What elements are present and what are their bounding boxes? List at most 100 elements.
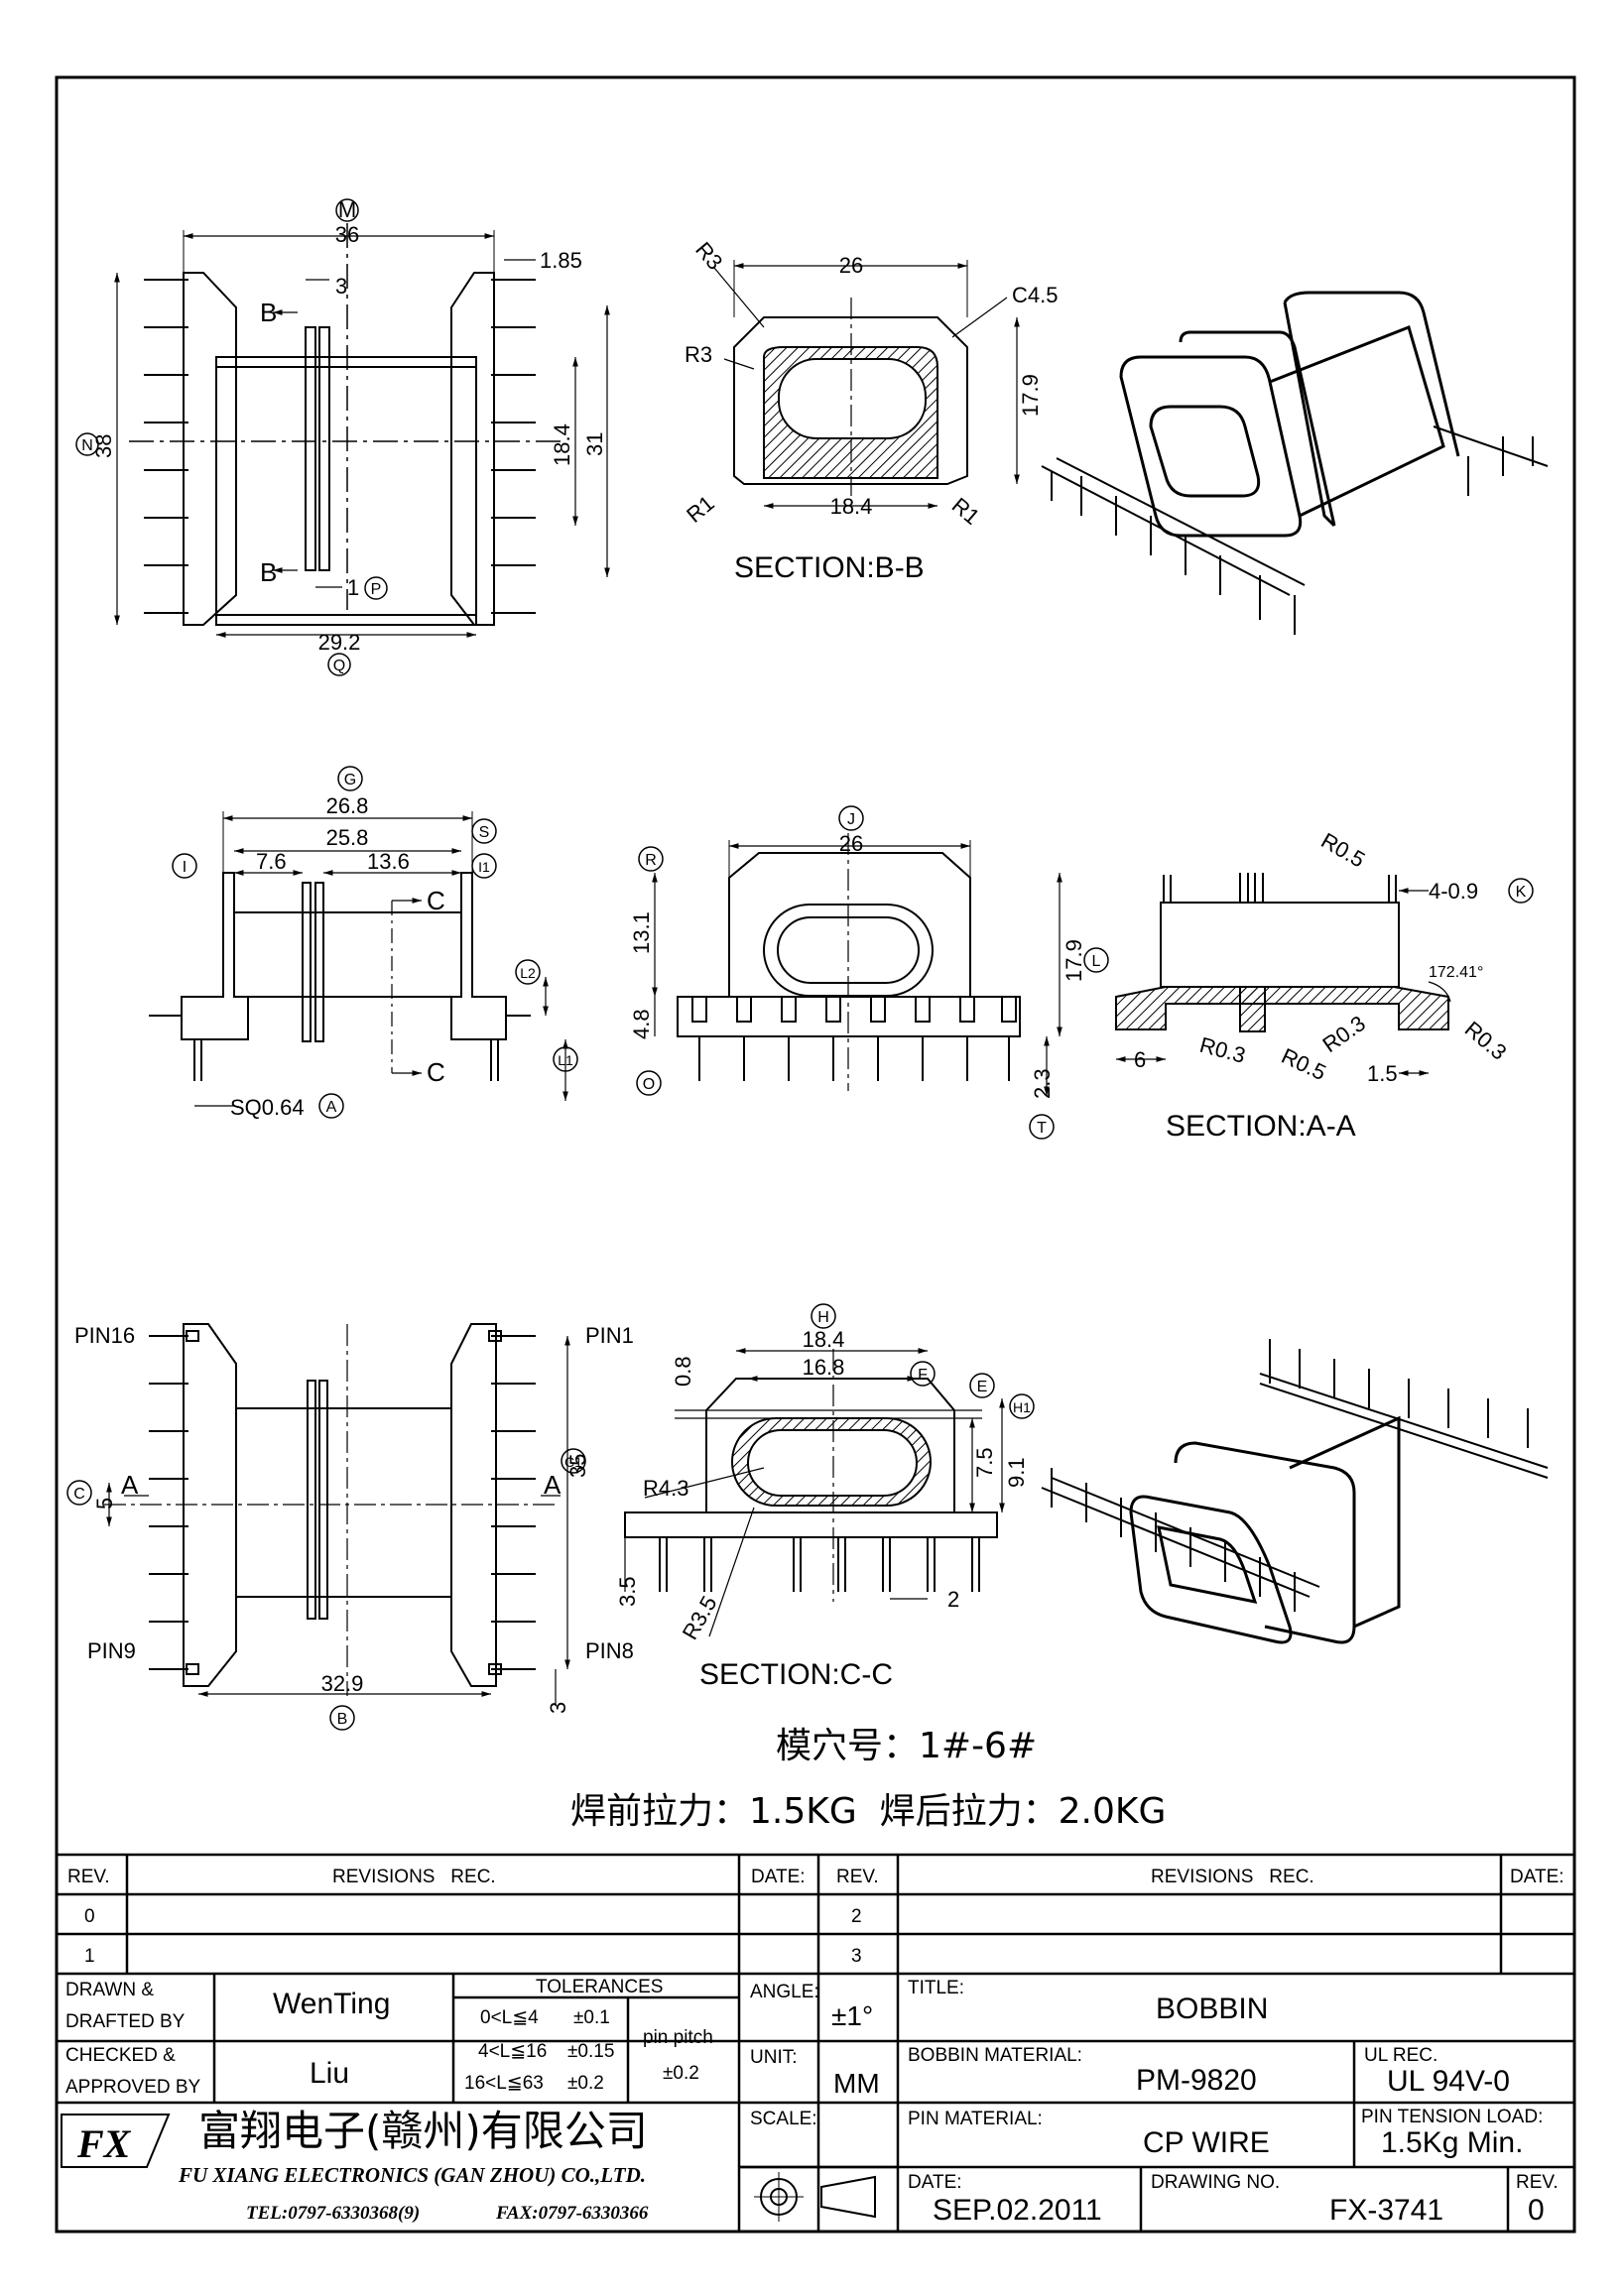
scale-label: SCALE:: [750, 2109, 817, 2129]
title-value: BOBBIN: [1156, 1993, 1268, 2025]
rev-row-2: 2: [851, 1906, 862, 1927]
dim-29-2: 29.2: [318, 630, 361, 655]
tolerances-title: TOLERANCES: [536, 1977, 663, 1997]
dim-1: 1: [347, 575, 359, 600]
drawing-no-label: DRAWING NO.: [1151, 2172, 1280, 2193]
marker-f: F: [918, 1367, 928, 1384]
projection-symbol: [754, 2172, 876, 2222]
marker-h1: H1: [1013, 1399, 1031, 1415]
dim-32-9: 32.9: [321, 1671, 364, 1696]
dim-35: 35: [565, 1454, 590, 1478]
bobbin-material-value: PM-9820: [1136, 2064, 1257, 2097]
angle-value: ±1°: [831, 2000, 873, 2031]
marker-e: E: [977, 1379, 988, 1395]
dim-r1-b: R1: [947, 493, 985, 530]
dim-16-8: 16.8: [803, 1355, 845, 1380]
caption-section-aa: SECTION:A-A: [1166, 1110, 1356, 1143]
dim-2-3: 2.3: [1030, 1068, 1055, 1099]
company-name-cn: 富翔电子(赣州)有限公司: [198, 2107, 648, 2155]
pin8-label: PIN8: [585, 1638, 634, 1663]
section-letter-c-top: C: [427, 886, 445, 915]
rev-value-bottom: 0: [1528, 2194, 1545, 2227]
section-cc: [624, 1348, 1005, 1637]
marker-s: S: [479, 824, 490, 841]
view-mid-center-labels: J 26 R 13.1 17.9 L 4.8 O 2.3 T: [629, 805, 1109, 1140]
marker-h: H: [817, 1309, 829, 1326]
marker-l2: L2: [520, 965, 536, 981]
title-label: TITLE:: [908, 1978, 964, 1998]
pin16-label: PIN16: [74, 1323, 135, 1348]
drawn-label: DRAWN &: [65, 1980, 154, 2000]
rev-row-0: 0: [84, 1906, 95, 1927]
note-cavity: 模穴号：1#-6#: [776, 1726, 1037, 1766]
iso-view-top: [1041, 291, 1549, 635]
rev-row-3: 3: [851, 1946, 862, 1967]
unit-label: UNIT:: [750, 2047, 798, 2068]
marker-q: Q: [333, 658, 345, 674]
dim-38: 38: [91, 434, 116, 458]
dim-r1-a: R1: [682, 491, 719, 528]
pin-material-label: PIN MATERIAL:: [908, 2109, 1043, 2129]
tol-value-3: ±0.2: [567, 2073, 604, 2094]
marker-j: J: [847, 811, 855, 828]
dim-r0-3-b: R0.3: [1318, 1011, 1370, 1057]
marker-o: O: [643, 1076, 655, 1093]
section-cc-labels: H 18.4 16.8 F 0.8 E H1 7.5 9.1 R4.3 R3.5…: [615, 1303, 1035, 1691]
dim-18-4-cc: 18.4: [803, 1327, 845, 1352]
rev-header-left: REV.: [67, 1867, 110, 1887]
dim-sq0-64: SQ0.64: [230, 1095, 305, 1120]
dim-4-0-9: 4-0.9: [1429, 879, 1478, 904]
view-mid-left: [149, 811, 568, 1107]
title-block: [55, 1853, 1576, 2234]
revisions-header-right: REVISIONS REC.: [1151, 1867, 1314, 1887]
checked-by-value: Liu: [310, 2057, 349, 2090]
drawn-by-value: WenTing: [273, 1988, 390, 2020]
dim-7-6: 7.6: [256, 849, 287, 874]
approved-label: APPROVED BY: [65, 2077, 201, 2098]
bobbin-material-label: BOBBIN MATERIAL:: [908, 2045, 1082, 2066]
revisions-header-left: REVISIONS REC.: [332, 1867, 496, 1887]
marker-a: A: [326, 1099, 337, 1116]
pin9-label: PIN9: [87, 1638, 136, 1663]
pin-pitch-tol: ±0.2: [663, 2063, 699, 2084]
dim-26-bb: 26: [839, 253, 863, 278]
rev-label-bottom: REV.: [1516, 2172, 1559, 2193]
marker-b: B: [337, 1711, 348, 1728]
date-header-left: DATE:: [751, 1867, 806, 1887]
tol-value-2: ±0.15: [567, 2041, 614, 2062]
dim-3-top: 3: [335, 274, 347, 299]
view-mid-left-labels: G 26.8 25.8 S I I1 7.6 13.6 C C L2 L1 SQ…: [172, 766, 578, 1120]
iso-view-bottom: [1041, 1339, 1549, 1644]
marker-k: K: [1516, 884, 1527, 901]
dim-36: 36: [335, 222, 359, 247]
marker-i: I: [183, 859, 187, 876]
view-top-left-labels: M 36 1.85 3 B B N 38 18.4 31 1 P 29.2 Q: [75, 197, 607, 676]
dim-5: 5: [92, 1498, 117, 1510]
logo-text: FX: [76, 2121, 132, 2166]
marker-l1: L1: [558, 1052, 573, 1068]
caption-section-bb: SECTION:B-B: [734, 551, 925, 584]
company-logo: FX: [61, 2114, 171, 2168]
marker-c: C: [73, 1486, 85, 1503]
dim-17-9-mid: 17.9: [1062, 939, 1086, 982]
dim-3-5: 3.5: [615, 1576, 640, 1607]
dim-18-4: 18.4: [550, 423, 574, 466]
caption-section-cc: SECTION:C-C: [699, 1658, 893, 1691]
title-block-text: REV. REVISIONS REC. DATE: REV. REVISIONS…: [61, 1867, 1564, 2227]
marker-i1: I1: [478, 859, 490, 875]
dim-3-bottom: 3: [546, 1702, 570, 1714]
rev-header-right: REV.: [836, 1867, 879, 1887]
marker-g: G: [344, 772, 356, 788]
company-tel: TEL:0797-6330368(9): [246, 2203, 420, 2224]
section-letter-a-left: A: [121, 1470, 139, 1500]
dim-172-41: 172.41°: [1429, 964, 1483, 981]
drafted-label: DRAFTED BY: [65, 2011, 186, 2032]
pin-tension-value: 1.5Kg Min.: [1381, 2126, 1523, 2159]
section-aa: [1115, 873, 1451, 1076]
view-mid-center: [652, 833, 1062, 1096]
view-top-left: [114, 223, 610, 638]
dim-26-mid: 26: [839, 831, 863, 856]
dim-2: 2: [947, 1587, 959, 1612]
tol-range-3: 16<L≦63: [464, 2073, 544, 2094]
